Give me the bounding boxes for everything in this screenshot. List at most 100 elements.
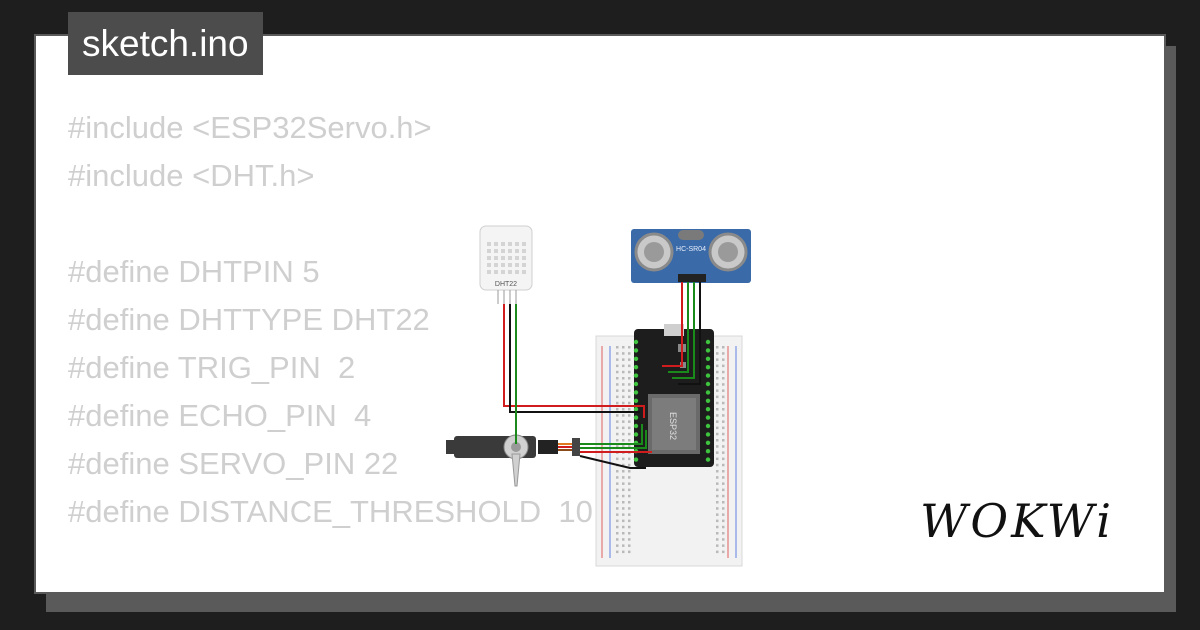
dht22-vent (494, 249, 498, 253)
breadboard-hole (616, 457, 619, 461)
breadboard-hole (628, 420, 631, 423)
breadboard-hole (722, 550, 725, 554)
breadboard-hole (716, 550, 719, 554)
breadboard-hole (622, 482, 625, 485)
breadboard-hole (716, 457, 719, 461)
breadboard-hole (716, 414, 719, 417)
breadboard-hole (716, 538, 719, 541)
breadboard-hole (716, 519, 719, 523)
esp32-pin (633, 457, 639, 462)
breadboard-hole (716, 377, 719, 380)
dht22-vent (522, 256, 526, 260)
dht22-vent (487, 249, 491, 253)
breadboard-hole (616, 401, 619, 405)
hcsr04-label: HC-SR04 (676, 246, 706, 253)
breadboard-hole (616, 383, 619, 386)
breadboard-hole (622, 538, 625, 541)
breadboard-hole (622, 445, 625, 448)
code-line: #define DHTPIN 5 (68, 254, 320, 289)
breadboard-hole (722, 501, 725, 504)
dht22-vent (501, 249, 505, 253)
dht22-vent (508, 263, 512, 267)
breadboard-hole (722, 401, 725, 405)
breadboard-hole (716, 364, 719, 368)
breadboard-hole (722, 470, 725, 473)
breadboard-hole (616, 408, 619, 411)
dht22-vent (522, 242, 526, 246)
breadboard-hole (716, 370, 719, 374)
breadboard-hole (722, 538, 725, 541)
breadboard-hole (722, 414, 725, 417)
breadboard-hole (628, 457, 631, 461)
esp32-pin (705, 339, 711, 345)
breadboard-hole (722, 389, 725, 392)
breadboard-hole (622, 377, 625, 380)
breadboard-hole (722, 432, 725, 436)
esp32-label: ESP32 (668, 412, 678, 440)
esp32-pin (705, 423, 711, 429)
breadboard-hole (628, 476, 631, 479)
breadboard-hole (616, 358, 619, 361)
breadboard-hole (722, 370, 725, 374)
breadboard-hole (716, 426, 719, 430)
breadboard-hole (622, 501, 625, 504)
breadboard-hole (628, 414, 631, 417)
dht22-vent (494, 256, 498, 260)
breadboard-hole (722, 476, 725, 479)
breadboard-hole (722, 482, 725, 485)
dht22-vent (494, 242, 498, 246)
breadboard-hole (716, 470, 719, 473)
breadboard-hole (628, 532, 631, 535)
esp32-pin (705, 407, 711, 412)
breadboard-hole (622, 544, 625, 547)
breadboard-hole (722, 457, 725, 461)
breadboard-hole (616, 370, 619, 374)
breadboard-hole (722, 426, 725, 430)
breadboard-hole (622, 383, 625, 386)
breadboard-hole (628, 550, 631, 554)
breadboard-hole (716, 525, 719, 529)
breadboard-hole (628, 519, 631, 523)
breadboard-hole (628, 352, 631, 355)
dht22-vent (487, 270, 491, 274)
breadboard-hole (722, 488, 725, 492)
breadboard-hole (628, 463, 631, 467)
breadboard-hole (716, 408, 719, 411)
breadboard-hole (716, 532, 719, 535)
breadboard-hole (616, 544, 619, 547)
breadboard-hole (716, 383, 719, 386)
breadboard-hole (622, 432, 625, 436)
breadboard-hole (722, 519, 725, 523)
breadboard-hole (716, 420, 719, 423)
breadboard-hole (622, 352, 625, 355)
breadboard-hole (622, 494, 625, 498)
breadboard-hole (622, 488, 625, 492)
breadboard-hole (628, 426, 631, 430)
breadboard-hole (628, 445, 631, 448)
breadboard-hole (622, 358, 625, 361)
breadboard-hole (628, 377, 631, 380)
code-line: #define SERVO_PIN 22 (68, 446, 399, 481)
breadboard-hole (622, 550, 625, 554)
esp32-pin (705, 415, 711, 420)
breadboard-hole (716, 352, 719, 355)
breadboard-hole (616, 501, 619, 504)
breadboard-hole (628, 525, 631, 529)
dht22-vent (501, 256, 505, 260)
esp32-pin (705, 365, 711, 370)
breadboard-hole (616, 414, 619, 417)
breadboard-hole (628, 358, 631, 361)
code-line: DHT dht(DHTPIN, DHTTYPE); (68, 584, 593, 592)
breadboard-hole (628, 408, 631, 411)
breadboard-hole (722, 408, 725, 411)
breadboard-hole (622, 525, 625, 529)
file-tab[interactable]: sketch.ino (68, 12, 263, 75)
code-line: #include <DHT.h> (68, 158, 315, 193)
breadboard-hole (628, 513, 631, 516)
breadboard-hole (716, 494, 719, 498)
breadboard-hole (622, 463, 625, 467)
esp32-pin (705, 356, 711, 361)
breadboard-hole (722, 377, 725, 380)
esp32-pin (705, 348, 711, 353)
breadboard-hole (622, 513, 625, 516)
